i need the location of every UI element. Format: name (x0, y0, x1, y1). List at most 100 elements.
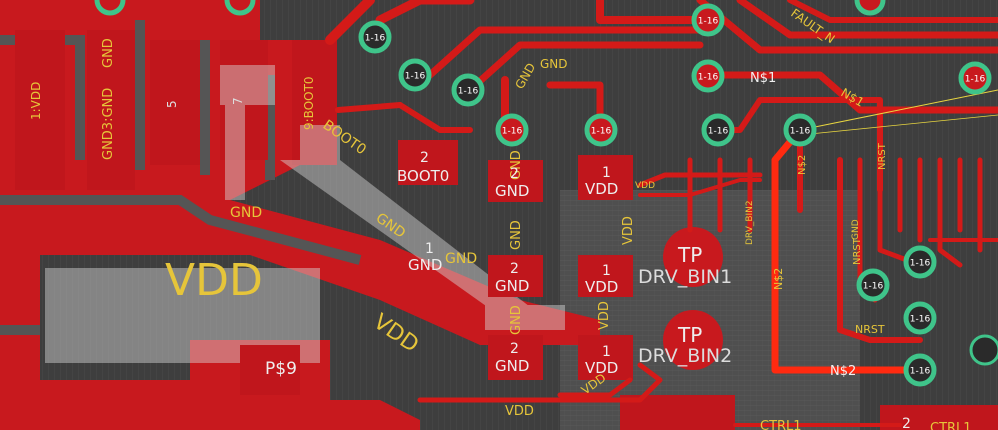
via[interactable] (398, 58, 432, 92)
via[interactable] (783, 113, 817, 147)
label-n2: N$2 (830, 364, 856, 379)
label-gnd3-pin: GND3:GND (101, 88, 116, 160)
via[interactable] (854, 0, 886, 16)
pad-p9[interactable] (240, 345, 300, 395)
via[interactable] (969, 334, 998, 366)
test-point-drv-bin2[interactable] (663, 310, 723, 370)
pad-7[interactable] (220, 40, 268, 160)
pad-vdd-1c[interactable] (578, 335, 633, 380)
label-gnd: GND (509, 305, 524, 335)
pad-vdd-1b[interactable] (578, 255, 633, 297)
label-gnd-pad-a: GND (495, 182, 529, 200)
label-pad2-c: 2 (510, 341, 519, 357)
via[interactable] (691, 3, 725, 37)
label-drv-bin1: DRV_BIN1 (638, 266, 732, 288)
label-pad2-boot0: 2 (420, 150, 429, 166)
label-drv-bin2-small: DRV_BIN2 (745, 200, 755, 245)
via-label: 1-16 (698, 73, 719, 83)
via[interactable] (94, 0, 126, 16)
via[interactable] (903, 353, 937, 387)
label-vdd-pad-c: VDD (585, 359, 618, 377)
pad-1-vdd[interactable] (15, 30, 65, 190)
via-label: 1-16 (365, 34, 386, 44)
label-vdd-big: VDD (165, 255, 263, 306)
via[interactable] (701, 113, 735, 147)
via[interactable] (903, 245, 937, 279)
via[interactable] (224, 0, 256, 16)
label-vdd-pad-a: VDD (585, 180, 618, 198)
pad-gnd-2c[interactable] (488, 335, 543, 380)
via[interactable] (903, 301, 937, 335)
label-gnd: GND (540, 57, 568, 71)
label-pad1-gnd: 1 (425, 241, 434, 257)
via-label: 1-16 (910, 315, 931, 325)
label-pad1-c: 1 (602, 344, 611, 360)
via-label: 1-16 (863, 282, 884, 292)
pad-boot0-2[interactable] (398, 140, 458, 185)
label-pad1-a: 1 (602, 165, 611, 181)
label-gnd-pad1: GND (408, 256, 442, 274)
via-label: 1-16 (591, 127, 612, 137)
via[interactable] (358, 20, 392, 54)
via-label: 1-16 (708, 127, 729, 137)
label-gnd-top: GND (101, 38, 116, 68)
label-pad2-a: 2 (510, 166, 519, 182)
label-n2c: N$2 (772, 268, 785, 290)
label-vdd: VDD (621, 216, 636, 245)
pad-5[interactable] (150, 40, 200, 165)
label-ctrl1: CTRL1 (760, 419, 802, 430)
label-tp2: TP (677, 323, 702, 347)
label-nrst: NRST (877, 142, 888, 170)
label-drv-bin2: DRV_BIN2 (638, 345, 732, 367)
label-gnd-pad-b: GND (495, 277, 529, 295)
via-label: 1-16 (790, 127, 811, 137)
label-gnd: GND (509, 220, 524, 250)
ratsnest-line (799, 89, 998, 131)
label-gnd: GND (445, 251, 477, 267)
ratsnest-line-2 (799, 114, 998, 136)
label-boot0: BOOT0 (397, 167, 449, 185)
label-n2b: N$2 (797, 155, 808, 175)
label-vdd: VDD (597, 301, 612, 330)
via-label: 1-16 (965, 75, 986, 85)
via[interactable] (691, 59, 725, 93)
via[interactable] (495, 113, 529, 147)
via[interactable] (856, 268, 890, 302)
via-label: 1-16 (458, 87, 479, 97)
label-pad2-ctrl: 2 (902, 416, 911, 430)
via-label: 1-16 (698, 17, 719, 27)
label-nrst-b: NRST (852, 237, 863, 265)
label-pad1-b: 1 (602, 263, 611, 279)
pad-9-boot0[interactable] (292, 40, 337, 165)
via[interactable] (451, 73, 485, 107)
via-label: 1-16 (405, 72, 426, 82)
pad-gnd3[interactable] (87, 30, 135, 190)
label-p9: P$9 (265, 359, 297, 379)
label-gnd: GND (230, 205, 262, 221)
pad-gnd-2a[interactable] (488, 160, 543, 202)
keepout-area (560, 190, 860, 430)
label-tp1: TP (677, 243, 702, 267)
label-boot-pin: 9:BOOT0 (302, 76, 316, 130)
via[interactable] (584, 113, 618, 147)
label-nrst-c: NRST (855, 323, 885, 336)
pad-vdd-1a[interactable] (578, 155, 633, 200)
via[interactable] (958, 61, 992, 95)
label-gnd: GND (509, 150, 524, 180)
label-vdd-bottom: VDD (505, 404, 534, 419)
label-vdd-pad-b: VDD (585, 278, 618, 296)
label-gnd-small: GND (851, 219, 861, 240)
label-pad2-b: 2 (510, 261, 519, 277)
vias[interactable] (94, 0, 998, 387)
via-label: 1-16 (502, 127, 523, 137)
pad-gnd-2b[interactable] (488, 255, 543, 297)
label-pin-7: 7 (231, 97, 245, 105)
label-ctrl1-b: CTRL1 (930, 421, 972, 430)
test-point-drv-bin1[interactable] (663, 227, 723, 287)
via-label: 1-16 (910, 367, 931, 377)
label-n1: N$1 (750, 71, 776, 86)
net-n2-highlight[interactable] (771, 127, 920, 374)
label-gnd-pad-c: GND (495, 357, 529, 375)
